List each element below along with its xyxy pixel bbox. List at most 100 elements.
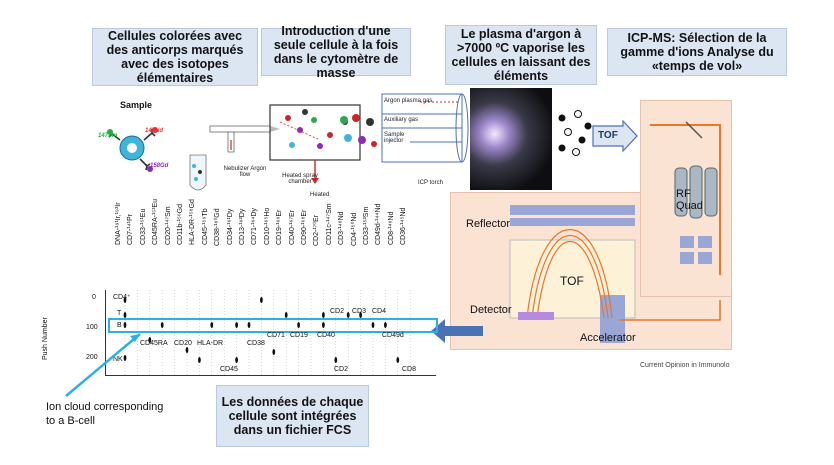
- marker-b-hla-dr: HLA-DR: [197, 340, 224, 347]
- ion-event-mark: [235, 322, 239, 328]
- ion-event-mark: [334, 357, 338, 363]
- marker-top-cd4: CD4: [372, 308, 387, 315]
- isotope-sm-label: 147Sm: [98, 133, 118, 139]
- plasma-photo: [470, 88, 552, 190]
- channel-label: CD20-¹⁴⁷Sm: [164, 206, 172, 245]
- ion-event-mark: [346, 312, 350, 318]
- channel-label: CD3-¹⁴⁸Nd: [338, 211, 346, 245]
- marker-bottom-cd2: CD2: [334, 366, 349, 373]
- tof-label: TOF: [560, 274, 584, 288]
- ion-event-mark: [396, 357, 400, 363]
- ion-event-mark: [322, 322, 325, 328]
- ion-event-mark: [247, 322, 251, 328]
- nebulizer-diagram: [189, 104, 361, 191]
- plot-y-tick-200: 200: [86, 354, 98, 361]
- tof-arrow: [592, 120, 638, 152]
- accelerator-label: Accelerator: [580, 332, 636, 344]
- ion-event-mark: [235, 357, 239, 363]
- plot-y-tick-0: 0: [92, 294, 96, 301]
- ion-event-mark: [260, 297, 263, 303]
- ion-event-mark: [322, 312, 325, 318]
- spray-chamber-label: Heated spray chamber: [282, 173, 318, 185]
- ion-cloud-diagram: [558, 110, 592, 156]
- marker-bottom-cd8: CD8: [402, 366, 417, 373]
- marker-bottom-cd45: CD45: [220, 366, 238, 373]
- channel-label: CD45RA-¹⁵³Eu: [152, 198, 160, 245]
- torch-label: ICP torch: [418, 180, 443, 186]
- channel-label: CD4-¹⁵⁰Nd: [350, 212, 358, 246]
- channel-label: CD34-¹⁶¹Dy: [226, 208, 234, 245]
- marker-top-cd3: CD3: [352, 308, 367, 315]
- ion-event-mark: [148, 337, 152, 343]
- plot-row-cd4: CD4⁺: [113, 294, 131, 301]
- isotope-gd-label: 158Gd: [150, 163, 169, 169]
- ion-event-mark: [160, 322, 164, 328]
- tof-ion-path: [509, 121, 721, 343]
- callout-argon-plasma: Le plasma d'argon à >7000 ºC vaporise le…: [445, 25, 597, 85]
- channel-label: DNA-¹⁹¹Ir,¹⁹³Ir: [115, 202, 122, 245]
- nebulizer-label: Nebulizer Argon flow: [223, 166, 267, 178]
- marker-b-cd38: CD38: [247, 340, 265, 347]
- channel-label: CD49d-¹⁴⁴Nd: [375, 203, 383, 245]
- isotope-nd-label: 145Nd: [145, 128, 164, 134]
- tof-arrow-label: TOF: [598, 130, 618, 141]
- marker-b-cd40: CD40: [317, 332, 335, 339]
- ion-event-mark: [123, 297, 127, 303]
- marker-b-cd49d: CD49d: [382, 332, 404, 339]
- ion-event-mark: [359, 312, 362, 318]
- sample-cell-diagram: [107, 127, 158, 172]
- plot-y-tick-100: 100: [86, 324, 98, 331]
- heated-label: Heated: [310, 192, 330, 198]
- marker-b-cd71: CD71: [267, 332, 285, 339]
- ion-event-mark: [284, 312, 288, 318]
- b-cell-highlight: [108, 318, 438, 333]
- credit-text: Current Opinion in Immunolo: [640, 362, 730, 369]
- sample-title: Sample: [120, 100, 153, 110]
- callout-fcs-file: Les données de chaque cellule sont intég…: [216, 385, 369, 447]
- channel-label: CD40-¹⁶⁷Er: [288, 210, 296, 245]
- marker-b-cd45ra: CD45RA: [140, 340, 168, 347]
- ion-event-mark: [272, 349, 276, 355]
- channel-label: CD36-¹⁴⁵Nd: [400, 207, 408, 245]
- icp-torch-diagram: [381, 93, 469, 163]
- channel-label: CD45-¹⁵⁹Tb: [201, 208, 209, 245]
- channel-label: HLA-DR-¹⁵⁸Gd: [189, 199, 197, 245]
- detector-label: Detector: [470, 304, 512, 316]
- channel-label: CD7-¹⁴¹Pr: [127, 213, 135, 245]
- ion-event-mark: [198, 357, 201, 363]
- callout-icp-ms: ICP-MS: Sélection de la gamme d'ions Ana…: [607, 28, 787, 76]
- plot-row-nk: NK: [113, 356, 123, 363]
- plot-area: [105, 290, 436, 376]
- ion-event-mark: [384, 322, 387, 328]
- ion-event-mark: [123, 312, 127, 318]
- callout-cell-staining: Cellules colorées avec des anticorps mar…: [92, 28, 258, 86]
- ion-event-mark: [297, 322, 300, 328]
- torch-gas1-label: Argon plasma gas: [384, 98, 433, 104]
- ion-event-mark: [123, 355, 127, 361]
- plot-row-t: T: [117, 310, 122, 317]
- channel-label: CD11b-¹⁵⁶Gd: [177, 203, 184, 245]
- marker-top-cd2: CD2: [330, 308, 345, 315]
- plot-y-axis-label: Push Number: [42, 317, 49, 360]
- rf-quad-label: RF Quad: [676, 188, 703, 212]
- channel-label: CD2-¹⁷⁰Er: [313, 214, 321, 246]
- ion-event-mark: [210, 322, 214, 328]
- channel-label: CD33-¹⁵¹Eu: [139, 208, 147, 245]
- droplets-diagram: [340, 114, 377, 147]
- channel-label: CD33-¹⁵²Sm: [363, 206, 370, 245]
- reflector-label: Reflector: [466, 218, 511, 230]
- channel-label: CD11c-¹⁴⁷Sm: [325, 203, 333, 245]
- callout-single-cell-intro: Introduction d'une seule cellule à la fo…: [261, 24, 411, 80]
- ion-event-mark: [123, 322, 127, 328]
- channel-label: CD19-¹⁶⁶Er: [276, 209, 284, 245]
- channel-label: CD8-¹⁴⁶Nd: [387, 211, 395, 245]
- ion-event-mark: [185, 347, 189, 353]
- ion-event-mark: [371, 322, 375, 328]
- channel-label: CD90-¹⁶⁸Er: [301, 209, 308, 245]
- channel-label: CD10-¹⁶⁵Ho: [263, 207, 271, 245]
- ion-cloud-label: Ion cloud corresponding to a B-cell: [46, 401, 164, 427]
- ion-cloud-pointer: [65, 333, 141, 397]
- channel-label: CD71-¹⁶⁴Dy: [251, 207, 259, 245]
- torch-gas2-label: Auxiliary gas: [384, 117, 419, 123]
- marker-b-cd19: CD19: [290, 332, 308, 339]
